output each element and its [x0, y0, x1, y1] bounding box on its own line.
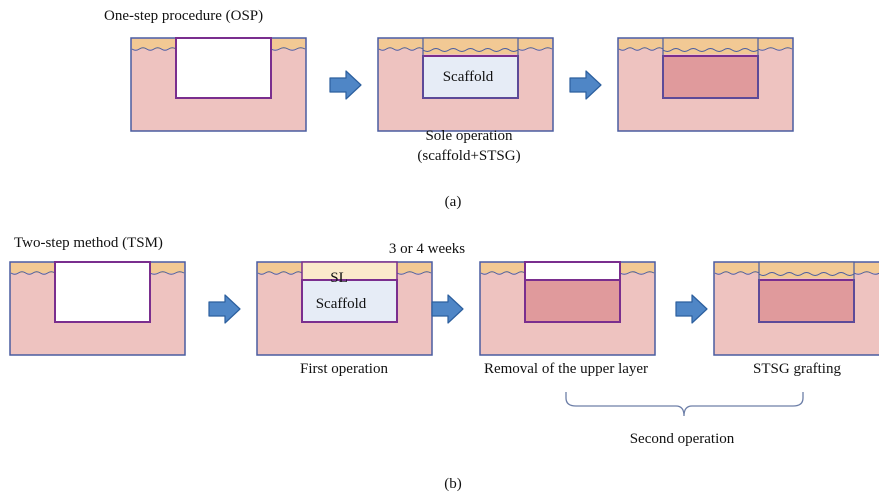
stsg-graft	[423, 38, 518, 54]
arrow-b2	[431, 294, 464, 324]
brace-label-second-operation: Second operation	[630, 431, 735, 447]
arrow-shape	[431, 294, 464, 324]
wound-empty-b1	[9, 261, 186, 356]
sl-label: SL	[330, 270, 348, 286]
stsg-edge	[422, 48, 519, 52]
wound-cavity	[175, 37, 272, 99]
epidermis-left	[11, 263, 55, 273]
epidermis-left	[258, 263, 302, 273]
epidermis-right	[620, 263, 654, 273]
neodermis-layer	[758, 279, 855, 323]
arrow-a1	[329, 70, 362, 100]
epidermis-edge-left	[618, 47, 664, 51]
epidermis-edge-left	[480, 271, 526, 275]
epidermis-right	[758, 39, 792, 49]
wound-outline	[422, 37, 519, 99]
wound-scaffold-stsg-a2	[377, 37, 554, 132]
scaffold-label-b2: Scaffold	[316, 296, 367, 312]
silicone-layer	[301, 261, 398, 281]
scaffold-layer	[422, 55, 519, 99]
epidermis-edge-right	[270, 47, 306, 51]
stsg-graft	[759, 262, 854, 278]
second-operation-brace	[565, 392, 804, 417]
epidermis-right	[271, 39, 305, 49]
wound-cavity	[54, 261, 151, 323]
caption-sole-operation: Sole operation	[425, 128, 513, 144]
arrow-b3	[675, 294, 708, 324]
arrow-a2	[569, 70, 602, 100]
wound-outline	[758, 261, 855, 323]
epidermis-edge-right	[619, 271, 655, 275]
epidermis-edge-right	[853, 271, 879, 275]
caption-first-operation: First operation	[300, 361, 388, 377]
epidermis-right	[397, 263, 431, 273]
epidermis-edge-right	[757, 47, 793, 51]
caption-removal-upper-layer: Removal of the upper layer	[484, 361, 648, 377]
stsg-edge	[758, 272, 855, 276]
arrow-shape	[569, 70, 602, 100]
epidermis-edge-left	[131, 47, 177, 51]
epidermis-left	[715, 263, 759, 273]
neodermis-layer	[662, 55, 759, 99]
epidermis-edge-right	[149, 271, 185, 275]
wound-empty-a1	[130, 37, 307, 132]
epidermis-right	[518, 39, 552, 49]
arrow-shape	[329, 70, 362, 100]
wound-outline	[524, 261, 621, 323]
panel-b-label: (b)	[444, 476, 462, 492]
panel-a-label: (a)	[445, 194, 462, 210]
epidermis-edge-left	[257, 271, 303, 275]
epidermis-edge-left	[378, 47, 424, 51]
neodermis-layer	[524, 279, 621, 323]
scaffold-label-a2: Scaffold	[443, 69, 494, 85]
wound-stsg-grafted-b4	[713, 261, 879, 356]
scaffold-layer	[301, 279, 398, 323]
epidermis-right	[854, 263, 879, 273]
wound-outline	[662, 37, 759, 99]
wound-healed-a3	[617, 37, 794, 132]
interval-label: 3 or 4 weeks	[389, 241, 465, 257]
caption-stsg-grafting: STSG grafting	[753, 361, 841, 377]
epidermis-edge-right	[396, 271, 432, 275]
panel-b: Two-step method (TSM) 3 or 4 weeks First…	[9, 235, 879, 492]
panel-a-title: One-step procedure (OSP)	[104, 8, 263, 24]
arrow-b1	[208, 294, 241, 324]
epidermis-edge-left	[10, 271, 56, 275]
removed-layer-space	[525, 262, 620, 280]
epidermis-left	[481, 263, 525, 273]
stsg-graft	[663, 38, 758, 54]
epidermis-left	[619, 39, 663, 49]
panel-a: One-step procedure (OSP) Sole operation …	[104, 8, 794, 210]
panel-b-title: Two-step method (TSM)	[14, 235, 163, 251]
epidermis-right	[150, 263, 184, 273]
wound-layer-removed-b3	[479, 261, 656, 356]
arrow-shape	[208, 294, 241, 324]
epidermis-edge-right	[517, 47, 553, 51]
stsg-edge	[662, 48, 759, 52]
epidermis-edge-left	[714, 271, 760, 275]
epidermis-left	[379, 39, 423, 49]
wound-scaffold-sl-b2	[256, 261, 433, 356]
epidermis-left	[132, 39, 176, 49]
caption-scaffold-stsg: (scaffold+STSG)	[417, 148, 520, 164]
arrow-shape	[675, 294, 708, 324]
